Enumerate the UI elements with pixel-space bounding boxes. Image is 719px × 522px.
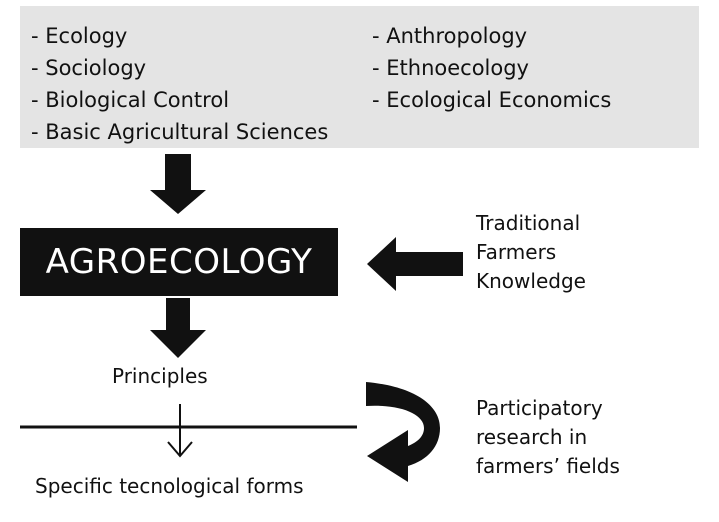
traditional-knowledge-line-2: Farmers [476,240,557,264]
down-arrow-agroecology-to-principles [150,298,206,358]
left-arrow-knowledge-to-agroecology [367,237,463,291]
participatory-research-line-1: Participatory [476,396,603,420]
traditional-knowledge-line-1: Traditional [476,211,581,235]
participatory-research-line-3: farmers’ fields [476,454,620,478]
down-arrow-disciplines-to-agroecology [150,154,206,214]
discipline-anthropology: - Anthropology [372,24,528,48]
discipline-ecological-economics: - Ecological Economics [372,88,612,112]
thin-arrow-head [167,441,193,458]
discipline-ethnoecology: - Ethnoecology [372,56,529,80]
disciplines-box: - Ecology - Sociology - Biological Contr… [20,6,699,148]
specific-forms-label: Specific tecnological forms [35,474,304,498]
traditional-knowledge-line-3: Knowledge [476,269,586,293]
disciplines-right-list: - Anthropology - Ethnoecology - Ecologic… [372,20,611,116]
discipline-basic-agricultural-sciences: - Basic Agricultural Sciences [31,120,329,144]
principles-label: Principles [112,364,208,388]
discipline-ecology: - Ecology [31,24,128,48]
agroecology-box: AGROECOLOGY [20,228,338,296]
discipline-biological-control: - Biological Control [31,88,230,112]
agroecology-label: AGROECOLOGY [45,242,313,282]
curved-feedback-arrow [366,382,440,482]
traditional-knowledge-label: Traditional Farmers Knowledge [476,209,586,296]
discipline-sociology: - Sociology [31,56,147,80]
disciplines-left-list: - Ecology - Sociology - Biological Contr… [31,20,328,148]
participatory-research-line-2: research in [476,425,588,449]
participatory-research-label: Participatory research in farmers’ field… [476,394,620,481]
